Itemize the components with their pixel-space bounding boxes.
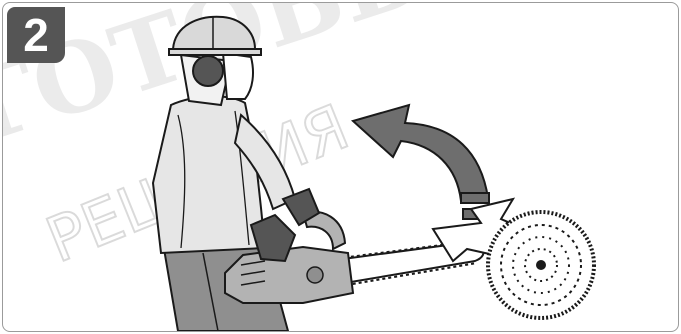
chainsaw-operation-illustration: ГОТОВЫЕ РЕШЕНИЯ <box>3 3 678 331</box>
curved-return-arrow <box>353 105 489 219</box>
step-number-badge: 2 <box>7 7 65 63</box>
operator-torso <box>153 96 265 253</box>
log-cross-section <box>488 212 594 318</box>
face-shield-icon <box>223 53 253 99</box>
ear-protector-icon <box>193 56 223 86</box>
